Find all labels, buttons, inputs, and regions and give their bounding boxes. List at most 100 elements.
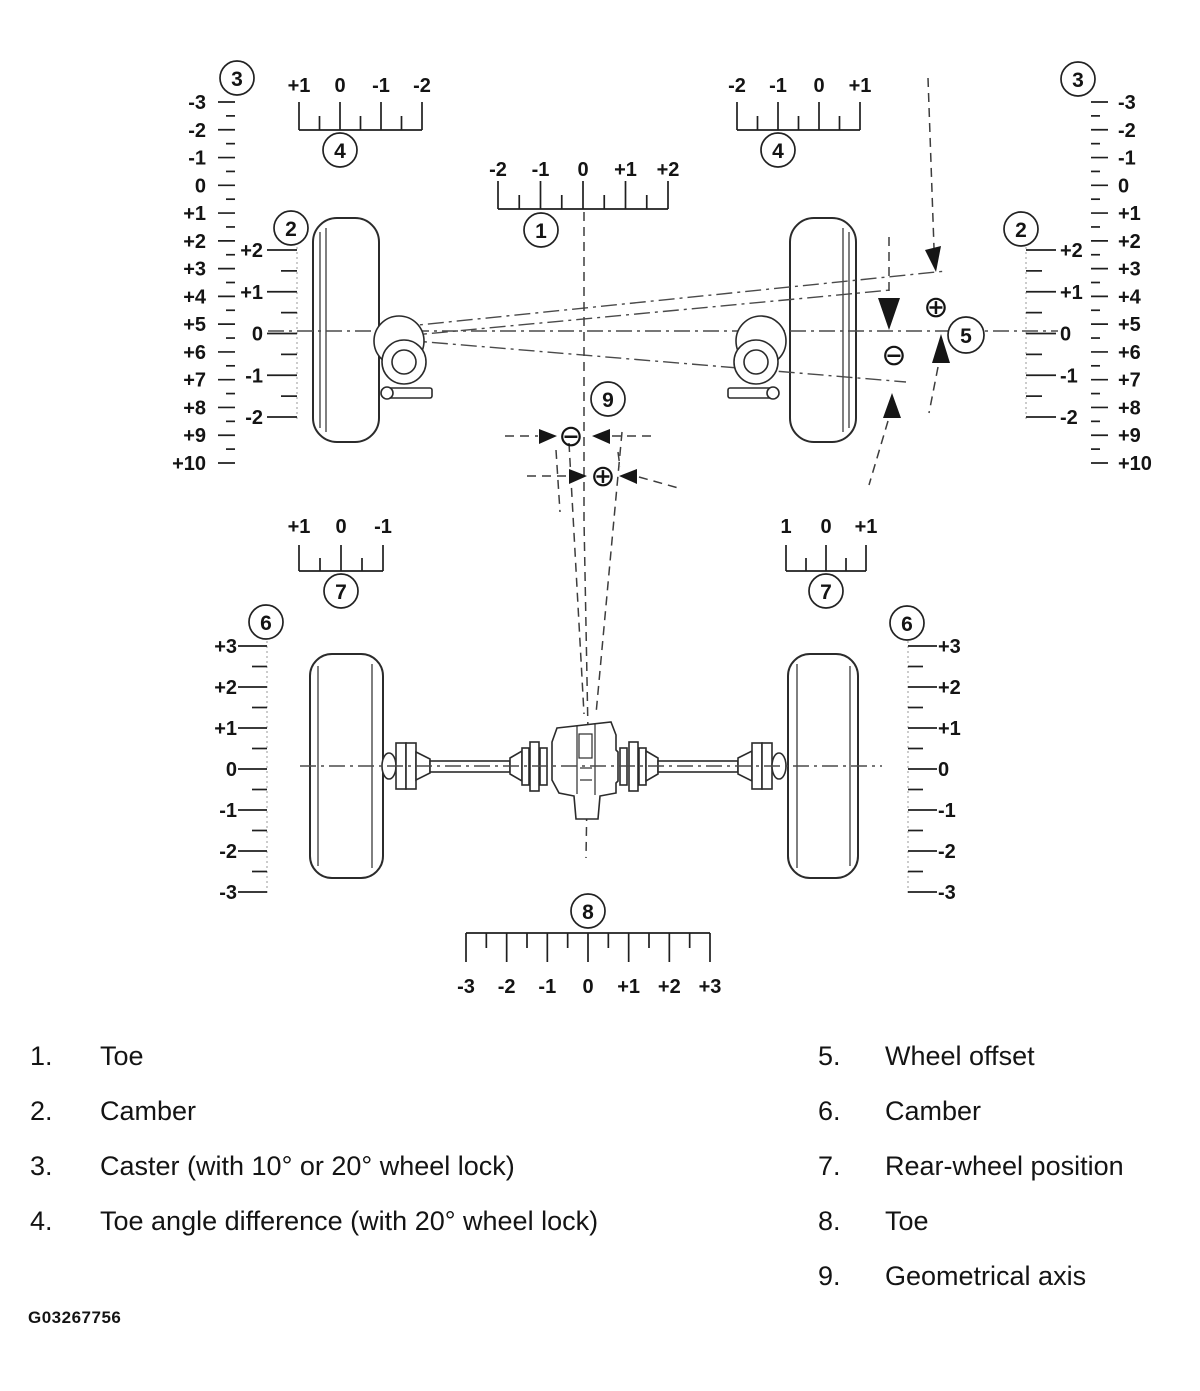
scale-number-circle [570,893,606,929]
scale-label: 0 [226,759,237,781]
scale-label: -2 [489,159,507,181]
legend-item-label: Camber [885,1096,982,1126]
legend-item-label: Toe angle difference (with 20° wheel loc… [100,1206,599,1236]
scale-number-circle [523,212,559,248]
wheel-alignment-diagram: ⊕ ⊖ 5 9 ⊖ ⊕ [172,60,1152,998]
scale-label: +10 [1118,453,1152,475]
scale-label: +1 [183,203,206,225]
legend-item-label: Wheel offset [885,1041,1035,1071]
front-right-wheel [789,217,857,443]
scale-number: 7 [335,581,347,604]
scale-label: -2 [498,976,516,998]
marker-wheel-offset: 5 [947,316,985,354]
scale-label: -3 [457,976,475,998]
wheel-offset-arrows [868,77,950,486]
scale-number: 6 [901,613,913,636]
scale-label: +8 [183,397,206,419]
scale-number: 6 [260,612,272,635]
scale-label: 0 [252,324,263,346]
scale-number-circle [248,604,284,640]
scale-number-circle [273,210,309,246]
scale-label: +3 [938,636,961,658]
scale-label: +9 [1118,425,1141,447]
scale-number-circle [1003,211,1039,247]
scale-label: 0 [582,976,593,998]
svg-text:5: 5 [960,325,972,348]
legend-item-number: 8. [818,1206,841,1236]
minus-icon: ⊖ [558,419,583,454]
legend-item-number: 5. [818,1041,841,1071]
scale-label: +1 [1118,203,1141,225]
scale-label: -1 [372,75,390,97]
scale-label: +2 [657,159,680,181]
svg-text:9: 9 [602,389,614,412]
plus-symbol-axis: ⊕ [590,459,615,494]
scale-label: +1 [617,976,640,998]
legend-item-number: 4. [30,1206,53,1236]
scale-number: 2 [1015,219,1027,242]
legend-item-label: Geometrical axis [885,1261,1087,1291]
legend-item-number: 9. [818,1261,841,1291]
minus-symbol-axis: ⊖ [558,419,583,454]
scale-label: +5 [183,314,206,336]
minus-symbol-offset: ⊖ [881,338,906,373]
scale-label: 1 [780,516,791,538]
scale-label: -2 [188,120,206,142]
scale-label: +1 [240,282,263,304]
scale-label: +3 [699,976,722,998]
scale-label: +4 [183,286,207,308]
scale-label: -2 [728,75,746,97]
scale-label: +2 [214,677,237,699]
scale-label: +9 [183,425,206,447]
scale-number-circle [889,605,925,641]
scale-camber-front-left: +2+10-1-22 [240,210,309,429]
scale-number-circle [323,573,359,609]
scale-label: +1 [214,718,237,740]
plus-icon: ⊕ [923,290,948,325]
front-left-brake-assembly [373,315,433,400]
scale-label: 0 [813,75,824,97]
plus-symbol-offset: ⊕ [923,290,948,325]
scale-number: 3 [231,68,243,91]
legend-item-label: Rear-wheel position [885,1151,1124,1181]
plus-icon: ⊕ [590,459,615,494]
legend-item-number: 3. [30,1151,53,1181]
scale-label: -2 [413,75,431,97]
legend-item-label: Caster (with 10° or 20° wheel lock) [100,1151,515,1181]
scale-label: +4 [1118,286,1142,308]
scale-label: 0 [195,175,206,197]
scale-label: +1 [849,75,872,97]
scale-number: 4 [334,140,346,163]
scale-label: +10 [172,453,206,475]
scale-label: -2 [1060,407,1078,429]
scale-label: +1 [1060,282,1083,304]
legend-item-label: Toe [100,1041,144,1071]
scale-label: -2 [219,841,237,863]
scale-label: 0 [820,516,831,538]
scale-number: 3 [1072,69,1084,92]
scale-label: +2 [1060,240,1083,262]
scale-number: 8 [582,901,594,924]
scale-label: +3 [214,636,237,658]
scale-number-circle [322,132,358,168]
legend-item-label: Camber [100,1096,197,1126]
legend-item-number: 7. [818,1151,841,1181]
scale-label: -1 [1118,148,1136,170]
scale-number: 7 [820,581,832,604]
scale-caster-left: -3-2-10+1+2+3+4+5+6+7+8+9+103 [172,60,255,475]
legend-item-label: Toe [885,1206,929,1236]
scale-label: +6 [183,342,206,364]
scale-label: -1 [1060,365,1078,387]
scale-label: +6 [1118,342,1141,364]
scale-camber-front-right: +2+10-1-22 [1003,211,1083,429]
scale-number: 1 [535,220,547,243]
scale-label: -1 [188,148,206,170]
scale-label: +2 [240,240,263,262]
scale-label: +2 [938,677,961,699]
